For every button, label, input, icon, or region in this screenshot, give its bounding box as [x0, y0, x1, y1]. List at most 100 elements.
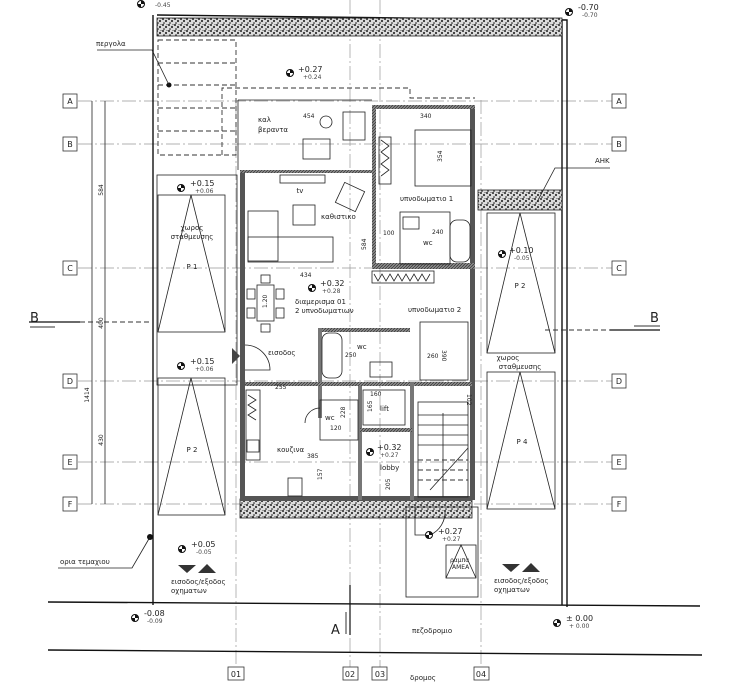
- dim-400: 400: [98, 317, 105, 329]
- parking-p2-right: P 2: [515, 282, 526, 290]
- grid-row-c: C: [67, 264, 73, 273]
- grid-row-d-right: D: [616, 377, 622, 386]
- vehicle-entry-left: εισοδος/εξοδος οχηματων: [171, 564, 226, 595]
- dim-bedroom1: 340: [420, 113, 432, 120]
- tv-label: tv: [297, 187, 304, 195]
- grid-row-e-right: E: [616, 458, 621, 467]
- parking-left: χωρος σταθμευσης P 1 P 2: [156, 174, 238, 516]
- parking-p1: P 1: [187, 263, 198, 271]
- level-entrance: +0.15: [190, 357, 215, 366]
- grid-row-b: B: [67, 140, 73, 149]
- level-lobby: +0.32: [377, 443, 402, 452]
- wc1-label: wc: [423, 239, 433, 247]
- grid-row-a-right: A: [616, 97, 622, 106]
- parking-right: P 2 χωρος σταθμευσης P 4: [486, 212, 556, 510]
- arrow-down-icon: [502, 564, 520, 572]
- dim-bed2-width: 260: [427, 353, 439, 360]
- dim-hall: 100: [383, 230, 395, 237]
- level-parking-p1: +0.15: [190, 179, 215, 188]
- level-parking-p1-lower: +0.06: [195, 188, 214, 195]
- street: πεζοδρομιο δρομος: [47, 601, 703, 682]
- dim-table: 1.20: [262, 294, 269, 308]
- arrow-up-icon: [198, 564, 216, 573]
- dim-1414: 1414: [84, 387, 91, 402]
- ramp-label-1: ραμπα: [450, 557, 469, 564]
- dim-wc: 240: [432, 229, 444, 236]
- level-sidewalk-left-lower: -0.09: [147, 618, 163, 625]
- left-dimensions: 584 400 1414 430: [84, 101, 106, 504]
- level-pergola: +0.27: [298, 65, 323, 74]
- grid-labels-right: A B C D E F: [611, 93, 627, 512]
- dim-wc2: 228: [340, 406, 347, 418]
- veranda-label-2: βεραντα: [258, 126, 288, 134]
- pergola-label: περγολα: [96, 40, 126, 48]
- kitchen-label: κουζινα: [277, 446, 305, 454]
- level-top-right: -0.70: [578, 3, 599, 12]
- dim-bed2: 390: [440, 350, 447, 362]
- bedroom1-label: υπνοδωματιο 1: [400, 195, 453, 203]
- level-entrance-lower: +0.06: [195, 366, 214, 373]
- level-markers: -0.45 -0.70 -0.70 +0.27 +0.24 +0.15 +0.0…: [131, 0, 599, 630]
- grid-row-b-right: B: [616, 140, 622, 149]
- parking-left-label-2: σταθμευσης: [171, 233, 214, 241]
- parking-right-label-1: χωρος: [497, 354, 520, 362]
- grid-labels-bottom: 01 02 03 04: [227, 666, 490, 681]
- vehicle-left-label-1: εισοδος/εξοδος: [171, 578, 226, 586]
- level-top-left: -0.45: [155, 2, 171, 9]
- grid-col-01: 01: [231, 670, 241, 679]
- parking-left-label-1: χωρος: [181, 224, 204, 232]
- grid-row-f: F: [68, 500, 73, 509]
- sidewalk-label: πεζοδρομιο: [412, 627, 452, 635]
- dim-430: 430: [98, 434, 105, 446]
- parking-right-label-2: σταθμευσης: [499, 363, 542, 371]
- dim-bath: 250: [345, 352, 357, 359]
- grid-col-03: 03: [375, 670, 385, 679]
- dim-lobby: 205: [385, 478, 392, 490]
- section-markers: B B A: [29, 311, 660, 638]
- plot-limit-label: ορια τεμαχιου: [60, 558, 110, 566]
- level-lobby-lower: +0.27: [380, 452, 399, 459]
- grid-col-02: 02: [345, 670, 355, 679]
- veranda-label-1: καλ: [258, 116, 271, 124]
- dim-veranda: 454: [303, 113, 315, 120]
- arrow-up-icon: [522, 563, 540, 572]
- section-b-left: B: [30, 311, 39, 326]
- hedge-bottom: [239, 498, 473, 519]
- level-parking-right: +0.10: [509, 246, 534, 255]
- dim-lift-depth: 165: [367, 400, 374, 412]
- building: καλ βεραντα 454 tv καθιστικο 584 434 1.2…: [232, 99, 475, 501]
- grid-row-c-right: C: [616, 264, 622, 273]
- level-sidewalk-right: ± 0.00: [566, 614, 593, 623]
- parking-p4: P 4: [517, 438, 528, 446]
- entrance-label: εισοδος: [268, 349, 296, 357]
- parking-p2-left: P 2: [187, 446, 198, 454]
- level-drive-left-lower: -0.05: [196, 549, 212, 556]
- dim-lift: 160: [370, 391, 382, 398]
- plot-boundary: ορια τεμαχιου ΑΗΚ: [58, 14, 610, 607]
- level-sidewalk-right-lower: + 0.00: [569, 623, 589, 630]
- dim-bedroom1-depth: 354: [437, 150, 444, 162]
- level-pergola-lower: +0.24: [303, 74, 322, 81]
- hedge-label: ΑΗΚ: [595, 157, 610, 165]
- grid-row-f-right: F: [617, 500, 622, 509]
- level-drive-left: +0.05: [191, 540, 216, 549]
- apartment-title: διαμερισμα 01: [295, 298, 346, 306]
- pergola: περγολα: [96, 39, 475, 156]
- dim-living: 584: [361, 238, 368, 250]
- level-apartment-lower: +0.28: [322, 288, 341, 295]
- bath-label: wc: [357, 343, 367, 351]
- dim-584: 584: [98, 184, 105, 196]
- level-top-right-lower: -0.70: [582, 12, 598, 19]
- arrow-down-icon: [178, 565, 196, 573]
- street-label: δρομος: [410, 674, 436, 682]
- living-room-label: καθιστικο: [321, 213, 356, 221]
- vehicle-right-label-2: οχηματων: [494, 586, 530, 594]
- bedroom2-label: υπνοδωματιο 2: [408, 306, 461, 314]
- level-sidewalk-left: -0.08: [144, 609, 165, 618]
- dim-kitchen: 385: [307, 453, 319, 460]
- ramp-label-2: ΑΜΕΑ: [452, 564, 470, 571]
- dim-entrance: 255: [275, 384, 287, 391]
- lift-label: lift: [380, 405, 389, 413]
- level-apartment: +0.32: [320, 279, 345, 288]
